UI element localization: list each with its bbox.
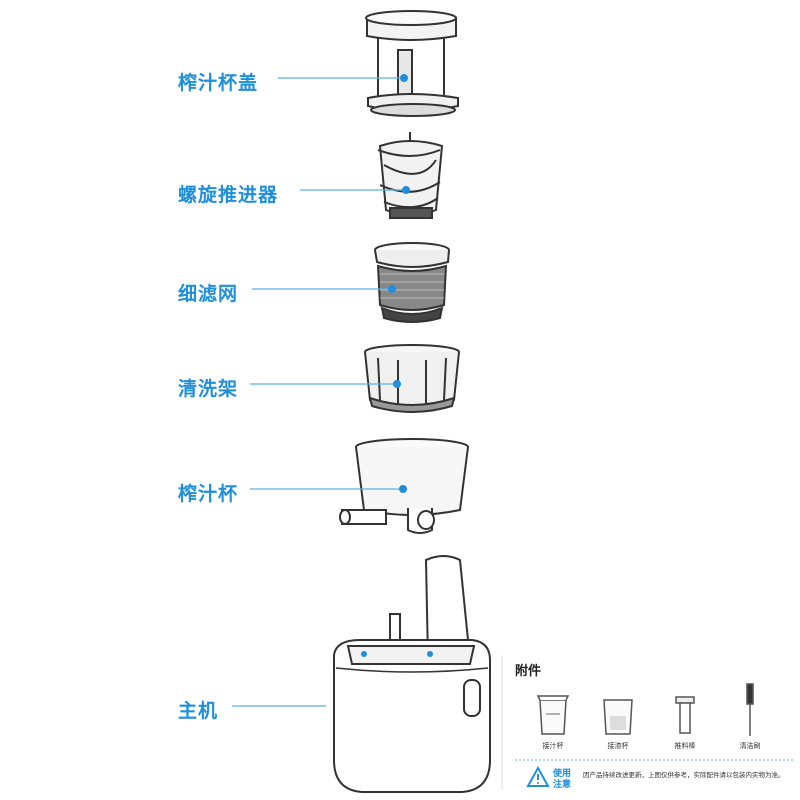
accessory-pulp-cup-icon [603,699,633,735]
lid-pointer-dot [400,74,408,82]
base-illustration [333,555,491,793]
brush-holder-pointer-dot [393,380,401,388]
accessory-label-brush: 清洁刷 [739,742,761,750]
part-label-lid: 榨汁杯盖 [178,72,259,94]
warning-icon [526,765,550,787]
lid-illustration [365,10,459,117]
part-label-auger: 螺旋推进器 [178,184,279,206]
accessory-juice-cup-icon [536,695,570,735]
accessory-label-juice-cup: 接汁杯 [542,742,564,750]
notice-title: 使用注意 [553,769,572,790]
brush-holder-illustration [364,344,460,413]
accessories-title: 附件 [515,664,542,679]
part-label-base: 主机 [178,700,219,722]
accessory-pusher-icon [675,696,695,734]
notice-text: 因产品持续改进更新，上图仅供参考，实际配件请以包装内实物为准。 [583,771,785,779]
filter-pointer-dot [388,285,396,293]
accessory-label-pulp-cup: 接渣杯 [607,742,629,750]
bowl-illustration [339,438,469,534]
part-label-bowl: 榨汁杯 [178,483,239,505]
auger-illustration [377,132,444,219]
bowl-pointer-dot [399,485,407,493]
accessory-label-pusher: 推料棒 [674,742,696,750]
filter-illustration [374,242,450,323]
auger-pointer-dot [402,186,410,194]
part-label-filter: 细滤网 [178,283,239,305]
accessory-brush-icon [746,683,754,736]
part-label-brush-holder: 清洗架 [178,378,239,400]
